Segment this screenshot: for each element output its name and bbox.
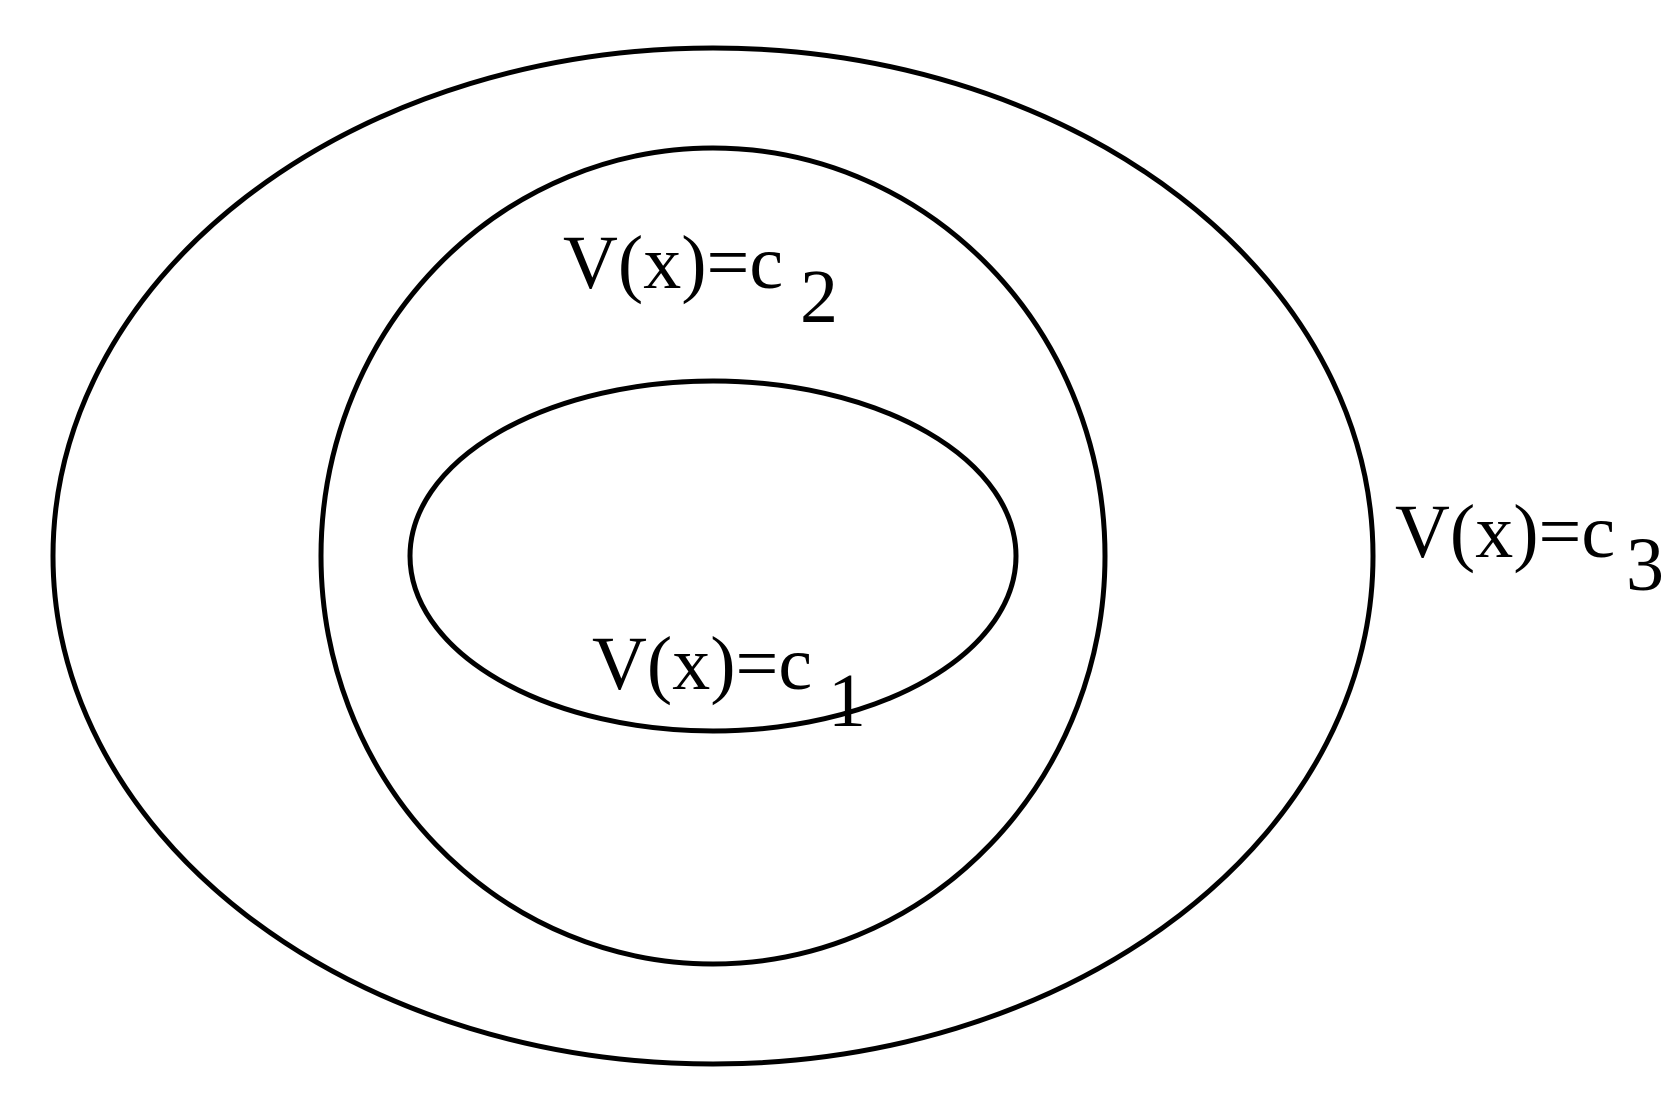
level-curve-c1 <box>407 378 1019 734</box>
label-c2: V(x)=c <box>563 221 783 305</box>
label-c3: V(x)=c <box>1395 490 1615 574</box>
label-c1-subscript: 1 <box>828 659 866 743</box>
label-c1: V(x)=c <box>592 622 812 706</box>
level-curve-c2 <box>318 145 1108 967</box>
level-curve-c3 <box>50 45 1376 1067</box>
label-c3-subscript: 3 <box>1626 523 1664 607</box>
label-c2-subscript: 2 <box>800 255 838 339</box>
